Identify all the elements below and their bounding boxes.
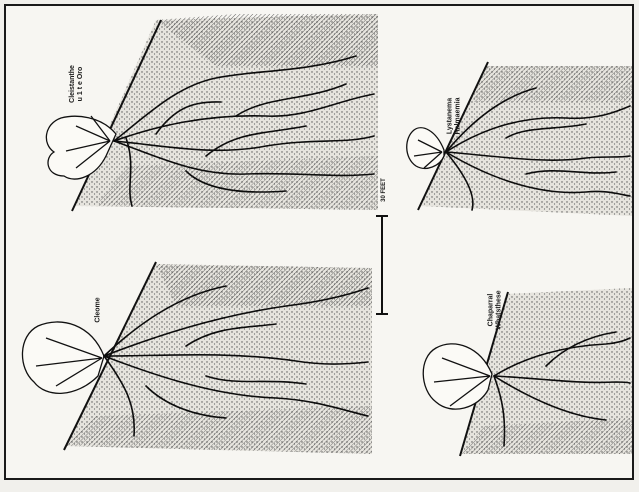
panel-4-label: Chaparral Whatsthese	[488, 290, 504, 329]
panel-4	[423, 288, 632, 456]
panel-3-hatch-band	[472, 66, 632, 102]
panel-3	[407, 62, 632, 216]
scale-bar-label: 30 FEET	[380, 178, 388, 202]
panel-3-label: Lystanema Halmaemia	[446, 98, 462, 135]
figure-frame: Cleistanthe u 1 t e Oro Cleome Lystanema…	[4, 4, 634, 480]
panel-3-crown	[407, 128, 444, 169]
panel-2-crown	[22, 322, 104, 393]
scale-bar	[376, 216, 388, 314]
panel-2	[22, 262, 372, 454]
root-system-drawing	[6, 6, 632, 478]
panel-1	[46, 14, 378, 211]
panel-1-label: Cleistanthe u 1 t e Oro	[69, 65, 85, 103]
panel-2-hatch-upper	[156, 264, 372, 306]
panel-2-label: Cleome	[95, 297, 103, 322]
